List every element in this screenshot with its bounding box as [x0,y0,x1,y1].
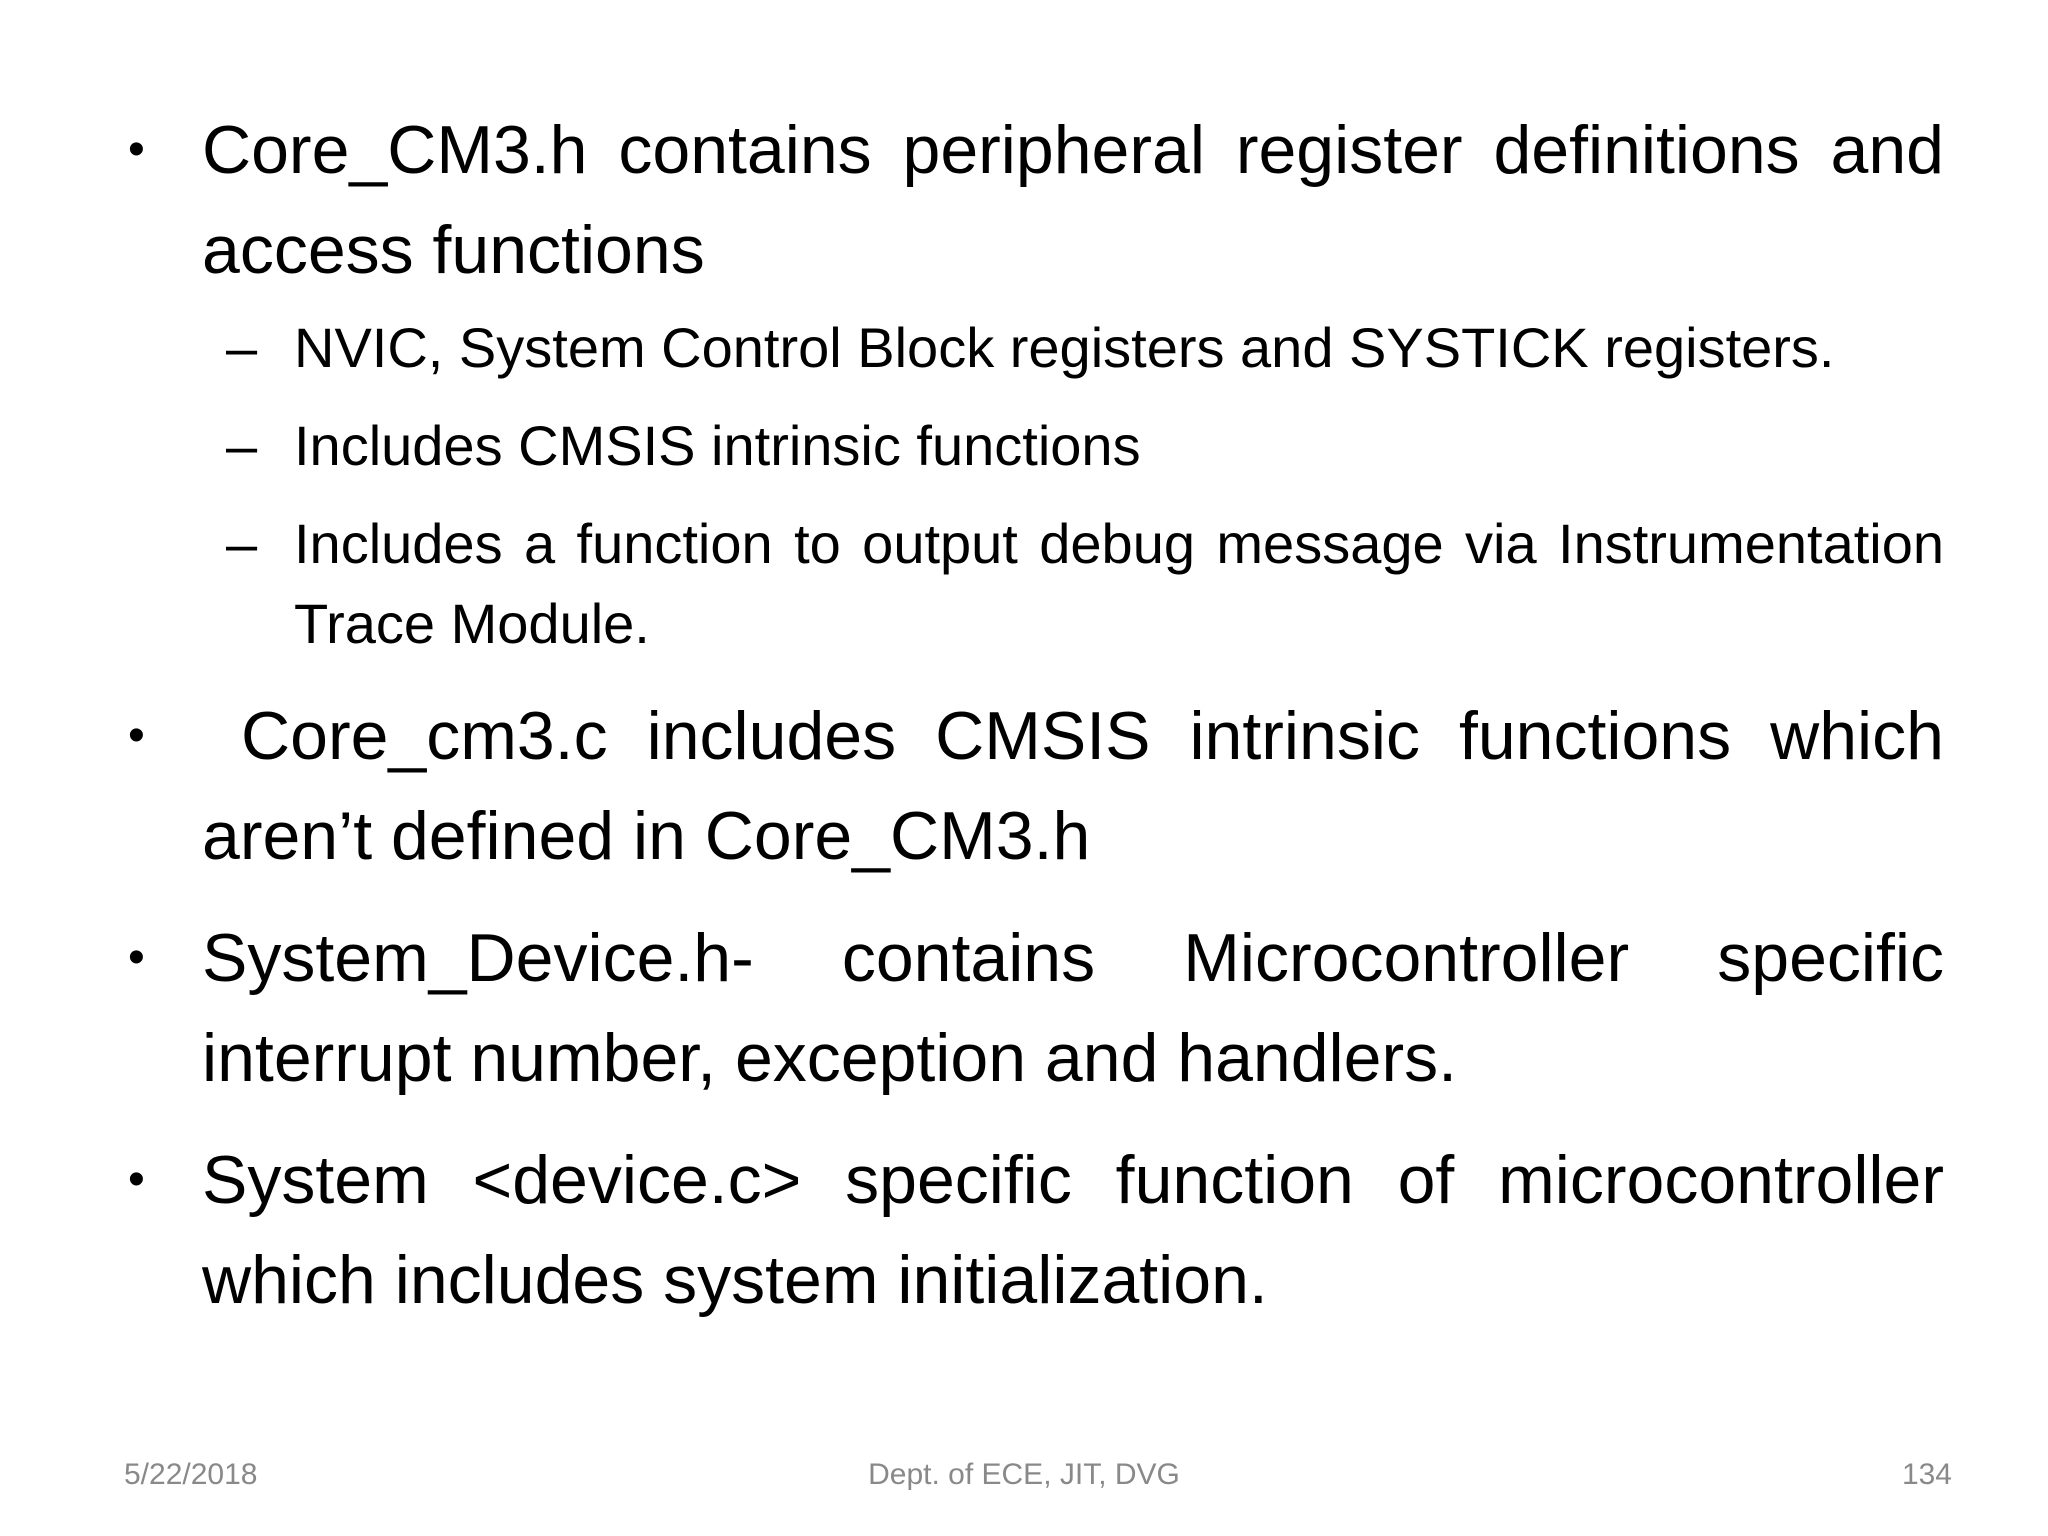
sub-text: Includes CMSIS intrinsic functions [294,414,1141,477]
bullet-item: • Core_CM3.h contains peripheral registe… [120,100,1944,664]
bullet-marker: • [128,1153,145,1206]
bullet-text: System <device.c> specific function of m… [202,1142,1944,1318]
bullet-text: System_Device.h- contains Microcontrolle… [202,920,1944,1096]
sub-marker: – [226,512,258,575]
bullet-item: • System_Device.h- contains Microcontrol… [120,908,1944,1108]
sub-marker: – [226,316,258,379]
bullet-text: Core_cm3.c includes CMSIS intrinsic func… [202,698,1963,874]
sub-item: – Includes a function to output debug me… [202,504,1944,664]
bullet-marker: • [128,931,145,984]
footer-date: 5/22/2018 [124,1458,258,1491]
bullet-marker: • [128,709,145,762]
sub-item: – NVIC, System Control Block registers a… [202,308,1944,388]
sub-item: – Includes CMSIS intrinsic functions [202,406,1944,486]
bullet-marker: • [128,123,145,176]
bullet-item: • System <device.c> specific function of… [120,1130,1944,1330]
footer-page-number: 134 [1901,1458,1952,1491]
bullet-list: • Core_CM3.h contains peripheral registe… [120,100,1944,1352]
sub-list: – NVIC, System Control Block registers a… [202,308,1944,664]
sub-text: NVIC, System Control Block registers and… [294,316,1835,379]
footer-department: Dept. of ECE, JIT, DVG [868,1458,1180,1491]
bullet-text: Core_CM3.h contains peripheral register … [202,112,1944,288]
bullet-item: • Core_cm3.c includes CMSIS intrinsic fu… [120,686,1944,886]
sub-marker: – [226,414,258,477]
sub-text: Includes a function to output debug mess… [294,512,1944,655]
